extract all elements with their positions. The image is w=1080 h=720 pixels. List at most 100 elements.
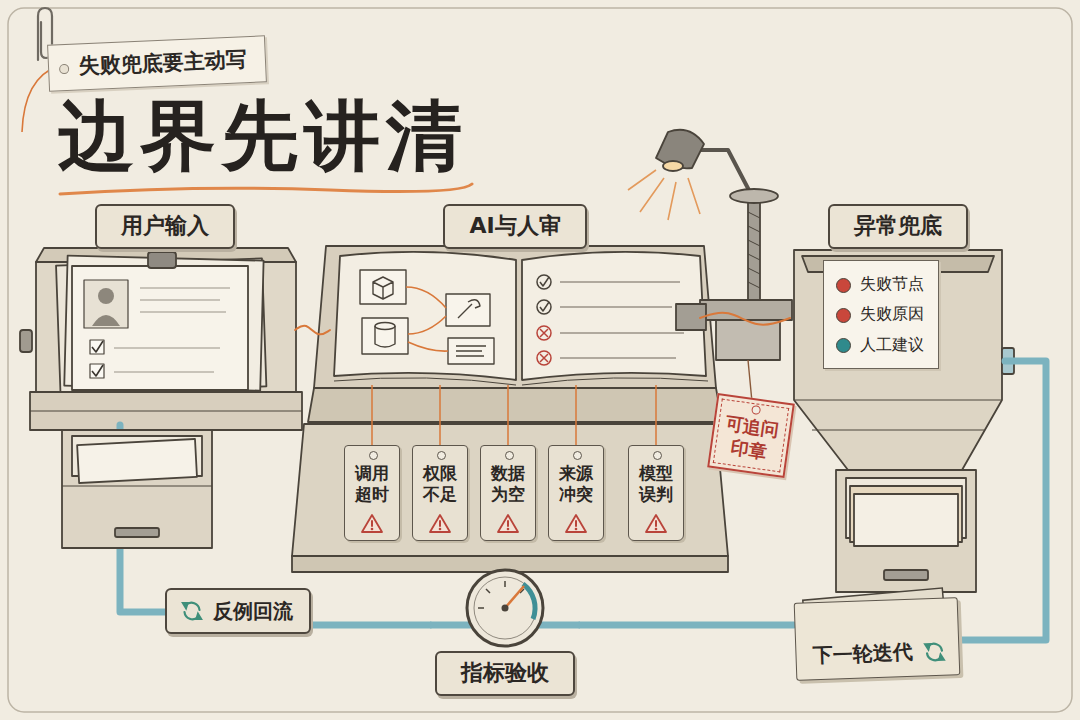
node-label: 异常兜底 xyxy=(828,204,968,249)
orange-wire xyxy=(700,313,790,325)
warning-icon xyxy=(507,521,509,526)
review-book xyxy=(537,351,551,365)
node-label: 反例回流 xyxy=(213,597,293,625)
cycle-icon xyxy=(925,644,930,649)
file-drawer xyxy=(836,470,976,592)
tag-string xyxy=(655,385,657,445)
metric-gauge xyxy=(430,570,580,646)
warning-icon xyxy=(498,515,518,532)
cycle-icon xyxy=(183,603,188,608)
lamp-press xyxy=(748,212,760,288)
loop-pipe xyxy=(960,361,1046,640)
orange-wire xyxy=(295,326,330,335)
review-book xyxy=(537,275,684,365)
warning-icon xyxy=(361,513,383,533)
input-tray xyxy=(84,280,128,328)
input-tray xyxy=(114,288,230,372)
node-label: 下一轮迭代 xyxy=(812,638,913,669)
review-book xyxy=(360,270,494,364)
review-book xyxy=(458,300,480,318)
warning-icon xyxy=(507,527,510,530)
review-book xyxy=(537,300,551,314)
input-tray xyxy=(30,392,302,430)
warning-icon xyxy=(655,527,658,530)
metric-gauge xyxy=(478,581,524,608)
warning-icon xyxy=(371,521,373,526)
fallback-hopper xyxy=(794,250,1002,470)
node-label: 失败节点 xyxy=(836,269,924,299)
loop-pipe xyxy=(311,622,430,629)
lamp-press xyxy=(748,360,752,402)
input-tray xyxy=(90,340,104,354)
metric-gauge xyxy=(467,570,543,646)
file-drawer xyxy=(836,470,976,592)
error-tag: 权限不足 xyxy=(412,445,468,541)
warning-icon xyxy=(429,513,451,533)
review-book xyxy=(448,338,494,364)
title-underline xyxy=(60,184,472,194)
tag-table xyxy=(292,424,728,572)
warning-icon xyxy=(575,521,577,526)
input-drawer xyxy=(77,439,197,483)
lamp-press xyxy=(730,189,778,203)
review-book xyxy=(456,346,486,356)
node-label: 可追问印章 xyxy=(721,412,781,464)
review-book xyxy=(334,252,516,380)
cycle-icon xyxy=(197,614,202,619)
tag-table xyxy=(292,424,728,556)
input-tray xyxy=(30,411,302,412)
review-book xyxy=(522,252,706,380)
metric-gauge: 指标验收 xyxy=(430,560,580,700)
cycle-icon xyxy=(180,599,204,623)
warning-icon xyxy=(655,521,657,526)
fallback-list: 失败节点失败原因人工建议 xyxy=(823,260,939,369)
stamp-tag: 可追问印章 xyxy=(707,393,795,478)
input-tray xyxy=(72,266,248,390)
input-tray xyxy=(90,364,104,378)
node-label: AI与人审 xyxy=(443,204,586,249)
review-book xyxy=(540,277,549,286)
warning-icon xyxy=(362,515,382,532)
warning-icon xyxy=(439,527,442,530)
warning-icon xyxy=(565,513,587,533)
node-label: 人工建议 xyxy=(836,330,924,360)
lamp-press xyxy=(716,320,780,360)
input-tray xyxy=(92,365,103,376)
file-drawer xyxy=(854,494,958,546)
warning-icon xyxy=(575,527,578,530)
error-tag: 调用超时 xyxy=(344,445,400,541)
error-tag: 模型误判 xyxy=(628,445,684,541)
lamp-press xyxy=(700,300,792,320)
node-label: 模型误判 xyxy=(639,463,673,506)
review-book xyxy=(308,388,722,422)
review-book xyxy=(375,323,395,330)
input-drawer xyxy=(62,430,212,548)
error-tag: 数据为空 xyxy=(480,445,536,541)
tag-string xyxy=(507,385,509,445)
title-underline xyxy=(60,184,472,194)
node-label: 指标验收 xyxy=(435,651,575,696)
warning-icon xyxy=(430,515,450,532)
input-tray xyxy=(92,341,103,352)
node-label: 失败原因 xyxy=(836,299,924,329)
error-tag: 来源冲突 xyxy=(548,445,604,541)
review-book xyxy=(537,275,551,289)
review-book xyxy=(540,302,549,311)
metric-gauge xyxy=(505,586,524,608)
cycle-icon xyxy=(939,655,944,660)
input-tray xyxy=(92,315,120,326)
warning-icon xyxy=(645,513,667,533)
input-drawer xyxy=(115,528,159,537)
lamp-press xyxy=(748,196,760,300)
diagram-title: 边界先讲清 xyxy=(58,94,468,178)
lamp-press xyxy=(628,130,792,402)
review-book xyxy=(375,326,395,347)
input-drawer xyxy=(62,430,212,548)
loop-pipe xyxy=(580,622,794,629)
note-tag: 失败兜底要主动写 xyxy=(47,35,267,92)
node-label: 调用超时 xyxy=(355,463,389,506)
tag-string xyxy=(439,385,441,445)
review-book xyxy=(560,282,684,358)
file-drawer xyxy=(884,570,928,580)
review-book xyxy=(360,270,406,304)
